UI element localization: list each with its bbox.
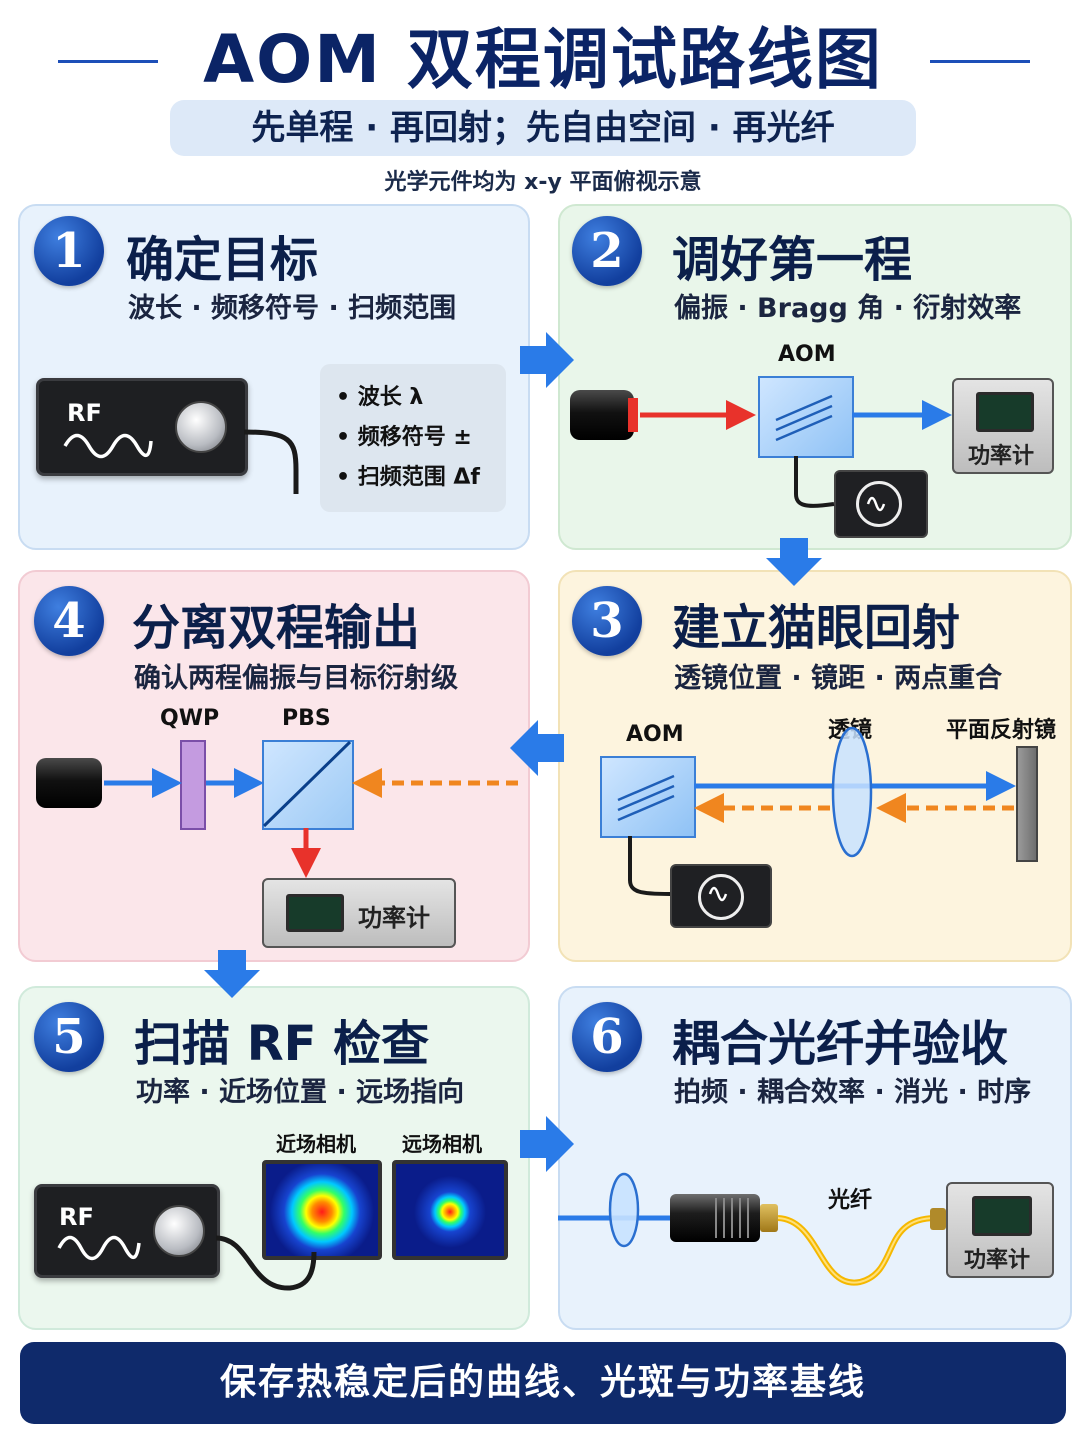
- sine-wave-icon: [63, 433, 153, 459]
- power-meter: 功率计: [946, 1182, 1054, 1278]
- power-meter-screen: [286, 894, 344, 932]
- step-1-badge: 1: [34, 216, 104, 286]
- flow-arrow-down-icon: [766, 538, 822, 586]
- step-2-subtitle: 偏振 · Bragg 角 · 衍射效率: [674, 293, 1022, 324]
- aom-driver: [834, 470, 928, 538]
- power-meter-label: 功率计: [358, 904, 430, 932]
- step-5-title: 扫描 RF 检查: [134, 1016, 430, 1072]
- far-field-camera: [392, 1160, 508, 1260]
- flow-arrow-right-icon: [520, 1116, 574, 1172]
- page-note: 光学元件均为 x-y 平面俯视示意: [384, 170, 702, 195]
- step-6-badge: 6: [572, 1002, 642, 1072]
- aom-grating-lines: [775, 394, 833, 442]
- target-item-sweep-range: • 扫频范围 Δf: [336, 465, 480, 490]
- flow-arrow-right-icon: [520, 332, 574, 388]
- mirror-label: 平面反射镜: [946, 718, 1057, 743]
- laser-source: [36, 758, 102, 808]
- step-2-badge: 2: [572, 216, 642, 286]
- power-meter-label: 功率计: [968, 444, 1035, 469]
- step-5-subtitle: 功率 · 近场位置 · 远场指向: [136, 1077, 465, 1108]
- step-3-aom-label: AOM: [626, 722, 684, 747]
- driver-cable: [628, 836, 671, 896]
- power-meter-screen: [972, 1196, 1032, 1236]
- footer-banner: 保存热稳定后的曲线、光斑与功率基线: [20, 1342, 1066, 1424]
- optical-fiber-core: [777, 1217, 937, 1284]
- sine-wave-icon: [57, 1235, 141, 1261]
- driver-sine-icon: [866, 496, 886, 512]
- flow-arrow-left-icon: [510, 720, 564, 776]
- qwp-label: QWP: [160, 706, 220, 731]
- flat-mirror: [1016, 746, 1038, 862]
- near-field-camera-label: 近场相机: [276, 1132, 356, 1156]
- power-meter-label: 功率计: [964, 1248, 1031, 1273]
- fiber-connector: [760, 1204, 778, 1232]
- driver-sine-icon: [708, 886, 728, 902]
- laser-source: [570, 390, 634, 440]
- aom-grating-lines: [617, 774, 675, 822]
- step-6-subtitle: 拍频 · 耦合效率 · 消光 · 时序: [674, 1077, 1032, 1108]
- coupling-lens: [608, 1172, 640, 1248]
- step-2-title: 调好第一程: [672, 232, 913, 288]
- far-field-camera-label: 远场相机: [402, 1132, 482, 1156]
- title-rule-right: [930, 60, 1030, 63]
- target-item-wavelength: • 波长 λ: [336, 385, 424, 410]
- page-title: AOM 双程调试路线图: [203, 21, 883, 98]
- rf-generator: RF: [34, 1184, 220, 1278]
- rf-knob: [153, 1205, 205, 1257]
- power-meter-screen: [976, 392, 1034, 432]
- step-1-subtitle: 波长 · 频移符号 · 扫频范围: [128, 293, 457, 324]
- pbs-diagonal: [262, 740, 352, 828]
- rf-knob: [175, 401, 227, 453]
- fiber-label: 光纤: [828, 1188, 873, 1213]
- page-subtitle: 先单程 · 再回射；先自由空间 · 再光纤: [170, 100, 916, 156]
- step-3-badge: 3: [572, 586, 642, 656]
- lens: [831, 726, 873, 858]
- rf-generator: RF: [36, 378, 248, 476]
- step-1-title: 确定目标: [126, 232, 319, 288]
- step-6-title: 耦合光纤并验收: [672, 1016, 1009, 1072]
- pbs-label: PBS: [282, 706, 331, 731]
- step-3-subtitle: 透镜位置 · 镜距 · 两点重合: [674, 663, 1003, 694]
- rf-cable: [215, 1235, 317, 1291]
- title-rule-left: [58, 60, 158, 63]
- step-4-subtitle: 确认两程偏振与目标衍射级: [134, 663, 458, 694]
- rf-label: RF: [59, 1203, 94, 1231]
- target-item-shift-sign: • 频移符号 ±: [336, 425, 472, 450]
- near-field-camera: [262, 1160, 382, 1260]
- aom-driver: [670, 864, 772, 928]
- step-4-title: 分离双程输出: [132, 600, 421, 656]
- step-2-aom-label: AOM: [778, 342, 836, 367]
- step-5-badge: 5: [34, 1002, 104, 1072]
- rf-label: RF: [67, 399, 102, 427]
- step-1-target-list: • 波长 λ • 频移符号 ± • 扫频范围 Δf: [320, 364, 506, 512]
- fiber-connector: [930, 1208, 946, 1230]
- laser-aperture: [628, 398, 638, 432]
- power-meter: 功率计: [262, 878, 456, 948]
- step-3-title: 建立猫眼回射: [672, 600, 961, 656]
- power-meter: 功率计: [952, 378, 1054, 474]
- rf-cable: [243, 429, 299, 494]
- flow-arrow-down-icon: [204, 950, 260, 998]
- driver-cable: [794, 456, 835, 508]
- driver-signal-icon: [698, 874, 744, 920]
- coupler-threads: [715, 1198, 749, 1238]
- driver-signal-icon: [856, 481, 902, 527]
- step-4-badge: 4: [34, 586, 104, 656]
